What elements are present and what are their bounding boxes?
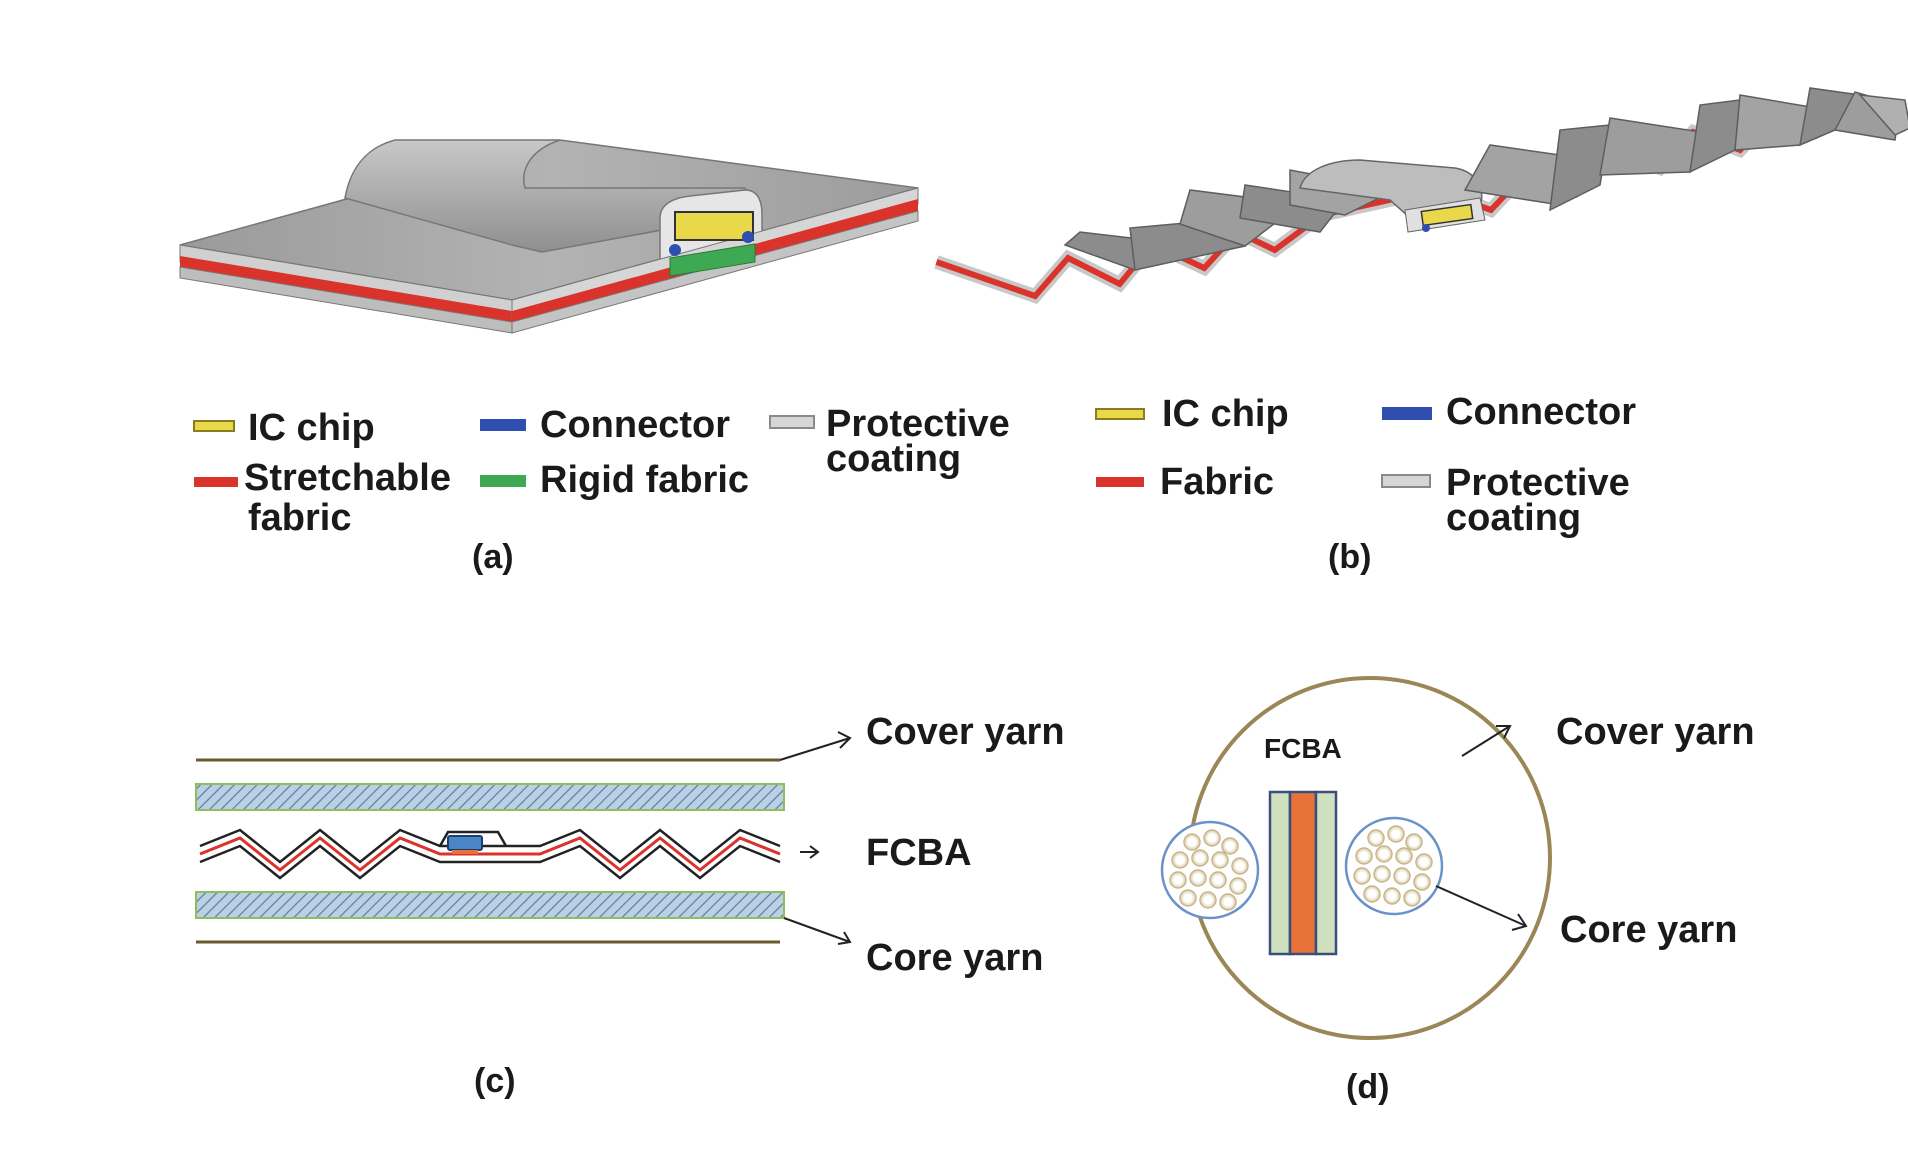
panel-c-ic-chip: [447, 835, 483, 851]
panel-c-core-yarn-top: [195, 783, 785, 811]
legend-a-stretchable-label-2: fabric: [248, 497, 351, 539]
panel-d-core-yarn-left: [1160, 820, 1260, 920]
legend-a-connector-label: Connector: [540, 404, 730, 446]
panel-b-legend: IC chip Connector Fabric Protective coat…: [1095, 391, 1636, 576]
panel-b-illustration: [934, 87, 1908, 305]
legend-a-rigid-label: Rigid fabric: [540, 459, 749, 501]
panel-b-fold: [1689, 99, 1741, 174]
panel-c-cover-yarn-label: Cover yarn: [866, 711, 1065, 753]
legend-a-ic-chip-swatch: [193, 420, 235, 432]
panel-d-cover-arrow: [1461, 725, 1511, 757]
panel-a-connector-left: [669, 244, 681, 256]
panel-c-cover-arrow: [779, 737, 851, 761]
legend-b-ic-chip-swatch: [1095, 408, 1145, 420]
legend-a-ic-chip-label: IC chip: [248, 407, 375, 449]
panel-c-core-arrowhead: [837, 931, 852, 945]
panel-d-cover-yarn-label: Cover yarn: [1556, 711, 1755, 753]
panel-d-fcba-side-right: [1314, 790, 1338, 956]
legend-b-fabric-swatch: [1096, 477, 1144, 487]
panel-d-core-arrowhead: [1511, 913, 1528, 931]
legend-a-stretchable-label-1: Stretchable: [244, 457, 451, 499]
panel-c-core-yarn-label: Core yarn: [866, 937, 1043, 979]
legend-b-ic-chip-label: IC chip: [1162, 393, 1289, 435]
legend-a-rigid-swatch: [480, 475, 526, 487]
panel-a-illustration: [179, 139, 919, 334]
legend-b-coating-label-1: Protective: [1446, 462, 1630, 504]
panel-c-illustration: Cover yarn FCBA Core yarn (c): [195, 711, 1065, 1100]
panel-d-illustration: FCBA Cover: [1160, 676, 1755, 1106]
panel-d-core-yarn-right: [1344, 816, 1444, 916]
panel-b-ic-chip: [1420, 203, 1474, 227]
panel-c-core-arrow: [783, 917, 851, 943]
panel-a-caption: (a): [472, 538, 514, 576]
panel-c-fcba-label: FCBA: [866, 832, 972, 874]
panel-d-core-arrow: [1435, 885, 1527, 927]
panel-c-fcba-outline-bottom: [199, 844, 781, 880]
panel-a-connector-right: [742, 231, 754, 243]
panel-a-hump: [344, 139, 762, 253]
panel-a-coating-bottom-right: [511, 210, 919, 334]
legend-b-connector-swatch: [1382, 407, 1432, 420]
legend-a-coating-swatch: [769, 415, 815, 429]
panel-c-connector: [452, 850, 478, 854]
panel-d-core-yarn-label: Core yarn: [1560, 909, 1737, 951]
panel-c-fcba-fabric: [199, 836, 781, 872]
panel-c-caption: (c): [474, 1062, 516, 1100]
legend-b-coating-swatch: [1381, 474, 1431, 488]
panel-d-cover-arrowhead: [1496, 725, 1512, 739]
panel-b-connector: [1422, 224, 1430, 232]
panel-a-ic-chip: [674, 211, 754, 241]
legend-a-coating-label-1: Protective: [826, 403, 1010, 445]
legend-a-coating-label-2: coating: [826, 438, 961, 480]
legend-b-connector-label: Connector: [1446, 391, 1636, 433]
panel-c-cover-arrowhead: [837, 731, 852, 749]
panel-b-caption: (b): [1328, 538, 1371, 576]
panel-d-caption: (d): [1346, 1068, 1389, 1106]
panel-b-fold: [1858, 94, 1908, 136]
panel-a-fabric-front-left: [180, 256, 512, 322]
panel-a-rigid-fabric: [669, 243, 756, 277]
panel-c-fcba-outline-top: [199, 828, 781, 864]
panel-d-fcba-center: [1288, 790, 1318, 956]
panel-d-fcba-side-left: [1268, 790, 1292, 956]
legend-a-connector-swatch: [480, 419, 526, 431]
panel-a-legend: IC chip Connector Protective coating Str…: [193, 403, 1010, 576]
legend-b-coating-label-2: coating: [1446, 497, 1581, 539]
legend-a-stretchable-swatch: [194, 477, 238, 487]
panel-c-fcba-arrowhead: [809, 845, 820, 859]
legend-b-fabric-label: Fabric: [1160, 461, 1274, 503]
panel-c-core-yarn-bottom: [195, 891, 785, 919]
panel-d-fcba-label: FCBA: [1264, 733, 1342, 764]
panel-c-fcba-hump: [438, 830, 508, 847]
